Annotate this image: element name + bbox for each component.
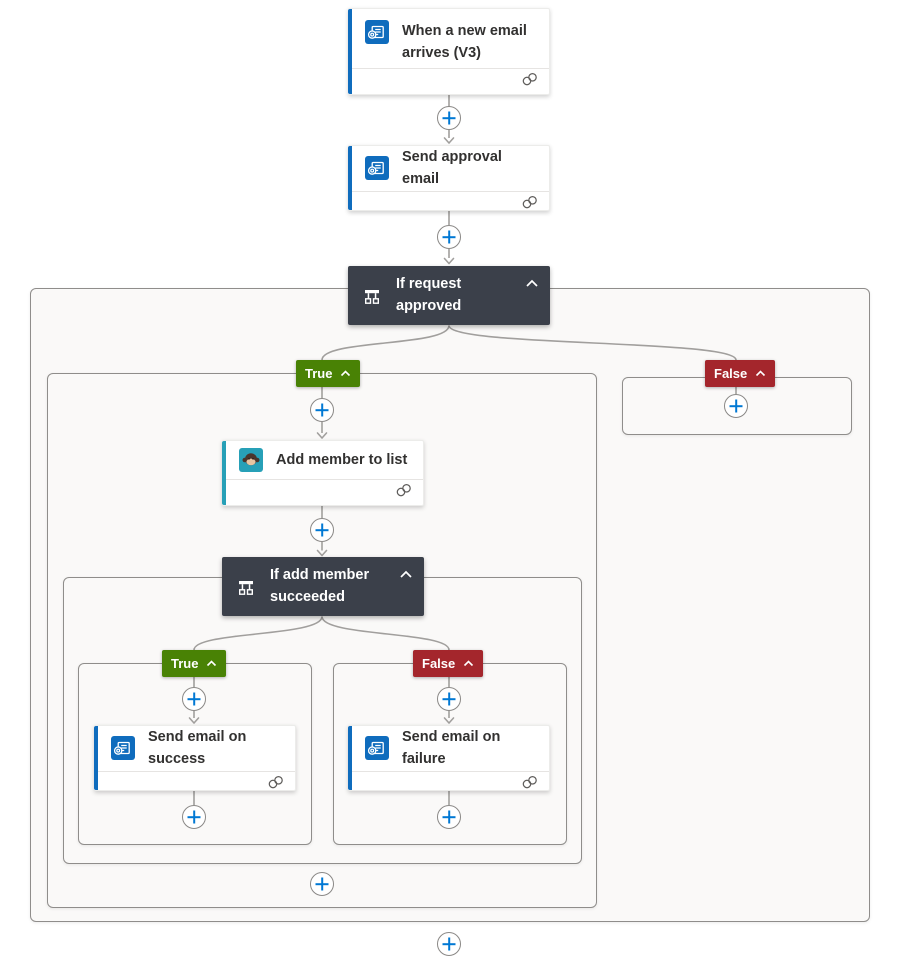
action-card-send-email-on-success[interactable]: Send email on success: [94, 725, 296, 791]
card-title: Add member to list: [276, 451, 408, 468]
chevron-up-icon: [463, 660, 474, 667]
insert-step-button-1[interactable]: [437, 106, 461, 130]
chevron-up-icon: [755, 370, 766, 377]
collapse-chevron-icon[interactable]: [396, 567, 416, 582]
card-header: Send email on success: [94, 726, 295, 771]
chevron-up-icon: [340, 370, 351, 377]
branch-label: False: [714, 366, 748, 381]
connection-link-icon: [521, 72, 539, 91]
collapse-chevron-icon[interactable]: [522, 276, 542, 291]
condition-title: If add member succeeded: [270, 566, 370, 605]
branch-label: True: [305, 366, 333, 381]
insert-step-button-after-nested-condition[interactable]: [310, 872, 334, 896]
nested-branch-badge-false[interactable]: False: [413, 650, 484, 677]
card-accent-bar: [348, 726, 352, 790]
insert-step-button-nested-false[interactable]: [437, 687, 461, 711]
insert-step-button-3[interactable]: [310, 518, 334, 542]
insert-step-button-nested-true[interactable]: [182, 687, 206, 711]
card-title: When a new email arrives (V3): [402, 23, 527, 62]
connection-link-icon: [267, 775, 285, 794]
insert-step-button-2[interactable]: [437, 225, 461, 249]
connection-link-icon: [521, 775, 539, 794]
card-accent-bar: [94, 726, 98, 790]
insert-step-button-false-branch[interactable]: [724, 394, 748, 418]
outlook-icon: [365, 156, 389, 181]
outlook-icon: [365, 736, 389, 761]
condition-card-if-request-approved[interactable]: If request approved: [348, 266, 550, 325]
card-accent-bar: [222, 441, 226, 505]
card-title: Send email on success: [148, 729, 247, 768]
card-footer: [222, 479, 423, 505]
condition-title: If request approved: [396, 275, 462, 314]
card-header: Add member to list: [222, 441, 423, 479]
card-footer: [348, 770, 549, 797]
chevron-up-icon: [206, 660, 217, 667]
mailchimp-icon: [239, 448, 263, 472]
card-footer: [94, 770, 295, 797]
branch-badge-false[interactable]: False: [705, 360, 776, 387]
insert-step-button-after-success[interactable]: [182, 805, 206, 829]
card-header: Send approval email: [348, 146, 549, 191]
insert-step-button-after-failure[interactable]: [437, 805, 461, 829]
insert-step-button-true-branch[interactable]: [310, 398, 334, 422]
trigger-card-when-a-new-email-arrives[interactable]: When a new email arrives (V3): [348, 8, 550, 95]
card-footer: [348, 68, 549, 94]
branch-label: True: [171, 656, 199, 671]
action-card-send-email-on-failure[interactable]: Send email on failure: [348, 725, 550, 791]
card-footer: [348, 190, 549, 217]
connection-link-icon: [521, 195, 539, 214]
nested-branch-badge-true[interactable]: True: [162, 650, 227, 677]
card-header: When a new email arrives (V3): [348, 9, 549, 68]
branch-label: False: [422, 656, 456, 671]
connection-link-icon: [395, 483, 413, 502]
outlook-icon: [111, 736, 135, 761]
branch-badge-true[interactable]: True: [296, 360, 361, 387]
condition-card-if-add-member-succeeded[interactable]: If add member succeeded: [222, 557, 424, 616]
card-accent-bar: [348, 9, 352, 94]
card-title: Send email on failure: [402, 729, 501, 768]
action-card-add-member-to-list[interactable]: Add member to list: [222, 440, 424, 506]
action-card-send-approval-email[interactable]: Send approval email: [348, 145, 550, 211]
insert-step-button-after-condition[interactable]: [437, 932, 461, 956]
outlook-icon: [365, 20, 389, 44]
card-header: Send email on failure: [348, 726, 549, 771]
condition-icon: [236, 577, 256, 597]
card-title: Send approval email: [402, 149, 502, 188]
card-accent-bar: [348, 146, 352, 210]
condition-icon: [362, 286, 382, 306]
